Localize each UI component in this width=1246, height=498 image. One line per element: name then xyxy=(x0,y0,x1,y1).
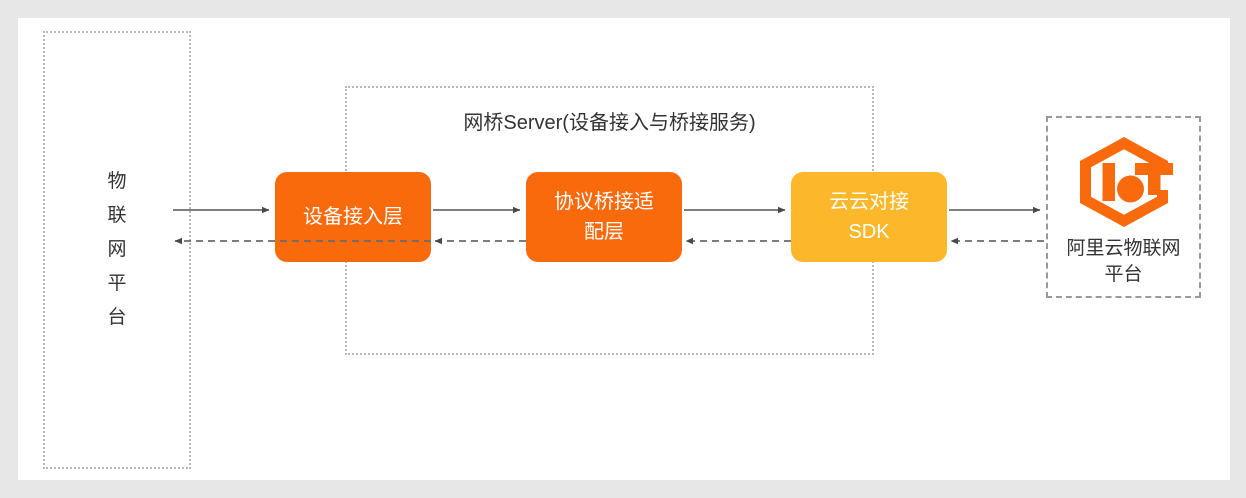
protocol-bridge-adaptation-layer-box[interactable]: 协议桥接适 配层 xyxy=(526,172,682,262)
cloud-to-cloud-sdk-label: 云云对接 SDK xyxy=(829,191,909,243)
device-access-layer-label: 设备接入层 xyxy=(303,206,403,228)
bridge-server-group-title: 网桥Server(设备接入与桥接服务) xyxy=(463,112,756,134)
protocol-bridge-adaptation-layer-label: 协议桥接适 配层 xyxy=(554,191,654,243)
alibaba-cloud-iot-platform-label: 阿里云物联网 平台 xyxy=(1066,238,1181,285)
alibaba-cloud-iot-platform-box: 阿里云物联网 平台 xyxy=(1046,116,1201,298)
diagram-canvas: 物 联 网 平 台 网桥Server(设备接入与桥接服务) 设备接入层 协议桥接… xyxy=(18,18,1230,480)
left-iot-platform-box: 物 联 网 平 台 xyxy=(43,31,191,469)
device-access-layer-box[interactable]: 设备接入层 xyxy=(275,172,431,262)
cloud-to-cloud-sdk-box[interactable]: 云云对接 SDK xyxy=(791,172,947,262)
alibaba-cloud-iot-logo-icon xyxy=(1079,137,1173,227)
left-iot-platform-label: 物 联 网 平 台 xyxy=(107,171,127,328)
